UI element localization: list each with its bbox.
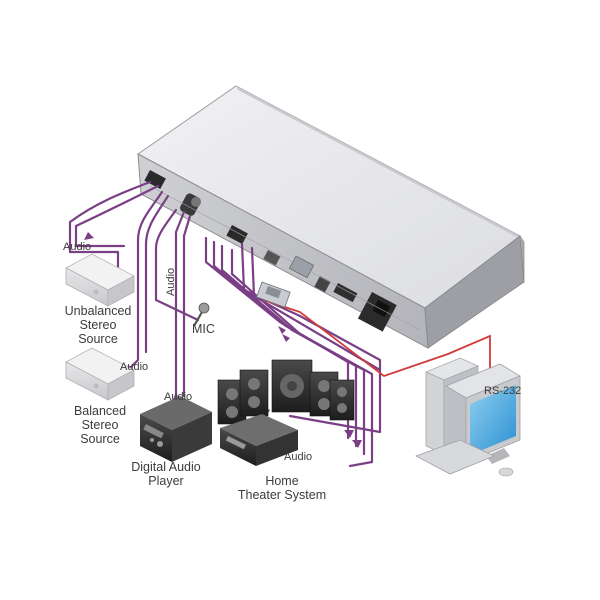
cable-home-5 [240, 242, 382, 434]
cable-player-b [182, 214, 192, 398]
label-mic: MIC [192, 322, 215, 336]
label-audio-mic: Audio [165, 267, 177, 296]
cable-rs232 [263, 299, 491, 380]
microphone-icon [193, 302, 210, 327]
label-audio-unbalanced: Audio [63, 241, 92, 253]
cable-unbalanced-b [74, 184, 160, 248]
main-device [137, 85, 525, 349]
label-digital-audio-player: Digital Audio Player [131, 460, 201, 488]
cable-home-6 [250, 246, 382, 372]
digital-audio-player-icon [140, 396, 212, 462]
cable-unbalanced-a [68, 180, 152, 270]
audio-cables [68, 180, 382, 468]
label-rs232: RS-232 [484, 385, 522, 397]
cable-mic [154, 208, 200, 322]
label-home-theater: Home Theater System [237, 474, 327, 502]
cable-balanced-b [144, 194, 170, 354]
label-audio-balanced: Audio [120, 361, 149, 373]
label-audio-home-theater: Audio [284, 451, 313, 463]
label-audio-player: Audio [164, 391, 193, 403]
back-panel-connectors [144, 170, 421, 332]
label-balanced-source: Balanced Stereo Source [73, 404, 127, 446]
balanced-source-icon [65, 347, 135, 401]
cable-home-3 [220, 244, 366, 456]
rs232-connector [256, 281, 291, 308]
cable-balanced-a [124, 190, 164, 374]
computer-icon [415, 357, 521, 477]
cable-home-4 [230, 248, 374, 468]
unbalanced-source-icon [65, 253, 135, 307]
cable-player-a [174, 210, 186, 402]
label-unbalanced-source: Unbalanced Stereo Source [64, 304, 132, 346]
home-theater-speakers-icon [217, 359, 355, 466]
